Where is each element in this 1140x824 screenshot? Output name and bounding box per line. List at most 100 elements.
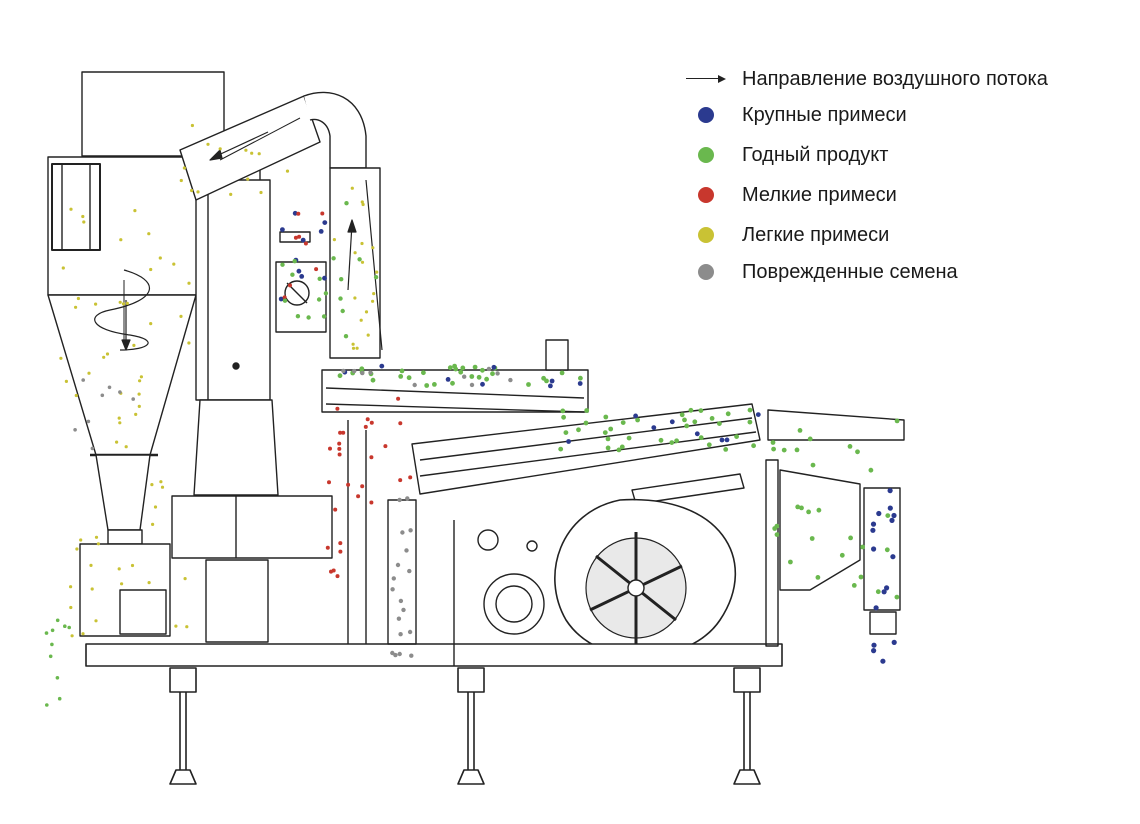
particle-good xyxy=(797,428,803,433)
legend-item-good: Годный продукт xyxy=(684,142,888,168)
particle-good xyxy=(858,574,864,580)
particle-good xyxy=(55,676,60,680)
particle-light xyxy=(94,535,99,539)
particle-good xyxy=(706,442,712,448)
particle-good xyxy=(282,298,288,303)
particle-good xyxy=(292,259,297,264)
particle-light xyxy=(87,371,91,375)
particle-good xyxy=(490,371,495,377)
particle-good xyxy=(584,408,590,413)
particle-good xyxy=(602,430,608,435)
particle-light xyxy=(70,634,74,638)
particle-good xyxy=(635,417,640,423)
particle-good xyxy=(406,375,412,381)
particle-good xyxy=(469,374,475,379)
particle-large xyxy=(566,439,571,444)
particle-light xyxy=(360,260,365,264)
particle-large xyxy=(278,296,284,302)
particle-light xyxy=(118,300,122,304)
particle-good xyxy=(421,370,426,376)
particle-light xyxy=(81,632,85,636)
particle-small xyxy=(408,475,413,480)
particle-small xyxy=(296,211,301,216)
particle-good xyxy=(526,382,531,387)
particle-small xyxy=(325,545,330,550)
particle-damaged xyxy=(469,382,475,388)
particle-large xyxy=(480,381,485,387)
particle-good xyxy=(682,417,687,423)
particle-light xyxy=(190,188,194,193)
particle-good xyxy=(770,440,776,445)
particle-damaged xyxy=(397,497,402,503)
legend-label: Легкие примеси xyxy=(742,223,890,246)
particle-good xyxy=(484,376,489,382)
particle-good xyxy=(399,368,405,374)
particle-good xyxy=(679,412,685,418)
particle-light xyxy=(96,542,100,546)
particle-good xyxy=(608,426,614,432)
particle-damaged xyxy=(352,368,357,374)
dot-icon xyxy=(698,264,714,280)
particle-light xyxy=(182,166,186,170)
particle-small xyxy=(328,446,332,451)
central-column xyxy=(171,179,333,559)
particle-good xyxy=(620,420,626,425)
particle-light xyxy=(94,619,98,623)
particle-good xyxy=(340,308,345,314)
particle-damaged xyxy=(396,616,402,621)
particle-large xyxy=(577,381,583,386)
particle-large xyxy=(755,412,761,417)
particle-light xyxy=(132,343,136,347)
particle-damaged xyxy=(408,528,413,533)
particle-dots xyxy=(44,123,900,707)
legend-label: Годный продукт xyxy=(742,143,889,166)
particle-good xyxy=(788,559,793,565)
particle-light xyxy=(81,214,85,219)
particle-good xyxy=(373,275,379,280)
particle-good xyxy=(669,440,675,445)
particle-damaged xyxy=(81,378,85,382)
particle-damaged xyxy=(401,607,406,613)
particle-large xyxy=(880,658,886,664)
particle-light xyxy=(218,147,222,151)
particle-good xyxy=(561,414,566,420)
particle-good xyxy=(747,407,753,413)
particle-light xyxy=(137,392,141,396)
particle-good xyxy=(321,314,327,319)
particle-light xyxy=(149,322,153,326)
particle-light xyxy=(105,352,110,356)
particle-damaged xyxy=(86,419,91,424)
particle-light xyxy=(147,232,151,236)
particle-damaged xyxy=(118,390,122,394)
particle-small xyxy=(333,507,338,512)
particle-good xyxy=(432,382,437,387)
particle-light xyxy=(125,301,129,305)
particle-large xyxy=(322,220,328,226)
particle-damaged xyxy=(341,368,346,374)
particle-damaged xyxy=(407,568,412,574)
particle-light xyxy=(94,302,98,306)
particle-good xyxy=(847,444,853,449)
particle-good xyxy=(306,315,311,320)
particle-good xyxy=(851,583,857,588)
particle-damaged xyxy=(508,377,513,383)
particle-light xyxy=(179,314,183,318)
particle-light xyxy=(82,220,86,224)
particle-good xyxy=(894,594,900,600)
particle-light xyxy=(90,587,94,591)
particle-good xyxy=(576,427,581,433)
particle-small xyxy=(360,484,365,489)
particle-small xyxy=(297,234,302,239)
particle-good xyxy=(794,447,800,453)
particle-light xyxy=(185,625,189,629)
particle-damaged xyxy=(409,653,414,658)
particle-light xyxy=(351,346,356,350)
particle-good xyxy=(698,408,704,413)
particle-damaged xyxy=(107,385,112,390)
particle-good xyxy=(63,624,67,628)
particle-large xyxy=(669,419,675,425)
legend-label: Крупные примеси xyxy=(742,103,907,126)
particle-small xyxy=(320,211,325,216)
particle-damaged xyxy=(462,374,467,379)
